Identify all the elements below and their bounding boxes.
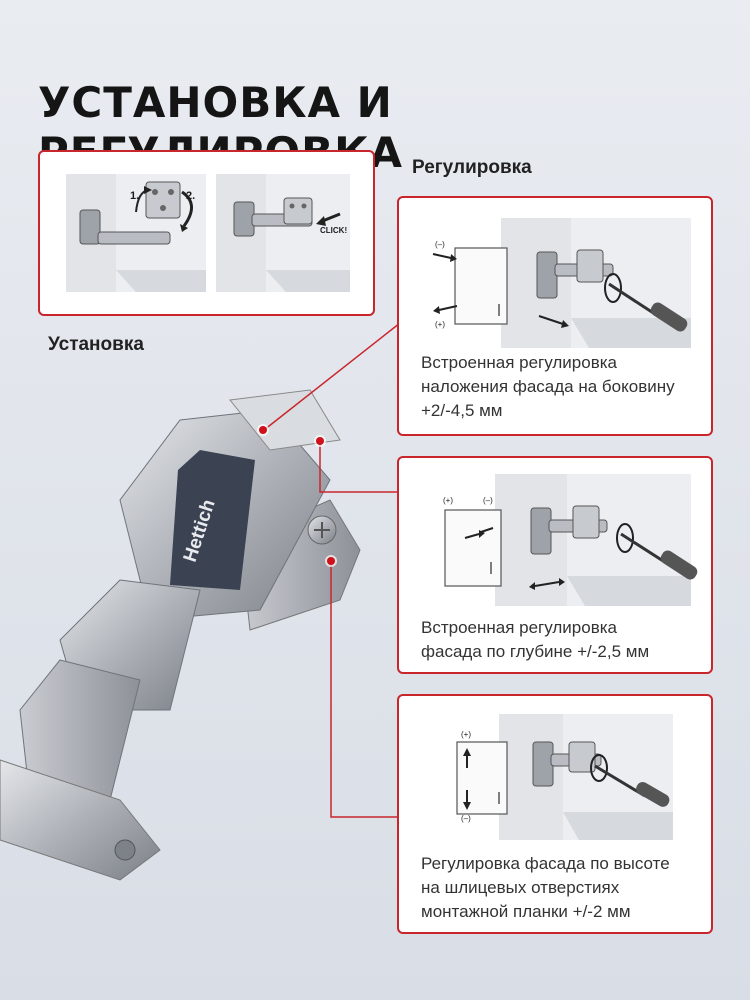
- depth-caption-line2: фасада по глубине +/-2,5 мм: [421, 642, 650, 661]
- depth-minus-label: (–): [483, 496, 493, 505]
- height-caption-line1: Регулировка фасада по высоте: [421, 854, 670, 873]
- height-caption: Регулировка фасада по высоте на шлицевых…: [421, 852, 711, 924]
- depth-adjust-illustration: [444, 474, 698, 606]
- height-minus-label: (–): [461, 814, 471, 823]
- overlay-caption: Встроенная регулировка наложения фасада …: [421, 351, 711, 423]
- depth-plus-label: (+): [443, 496, 453, 505]
- height-adjust-illustration: [456, 714, 673, 840]
- height-caption-line3: монтажной планки +/-2 мм: [421, 902, 631, 921]
- adjustment-box-overlay: (–) (+) Встроенная регулировка наложения…: [397, 196, 713, 436]
- marker-dot-depth: [316, 437, 324, 445]
- overlay-plus-label: (+): [435, 320, 445, 329]
- adjustment-box-depth: (+) (–) Встроенная регулировка фасада по…: [397, 456, 713, 674]
- depth-caption: Встроенная регулировка фасада по глубине…: [421, 616, 711, 664]
- install-click-label: CLICK!: [320, 226, 348, 235]
- overlay-caption-line3: +2/-4,5 мм: [421, 401, 503, 420]
- install-heading: Установка: [48, 334, 144, 355]
- height-caption-line2: на шлицевых отверстиях: [421, 878, 620, 897]
- overlay-caption-line1: Встроенная регулировка: [421, 353, 618, 372]
- install-box: 1. 2. CLICK!: [38, 150, 375, 316]
- overlay-minus-label: (–): [435, 240, 445, 249]
- marker-dot-overlay: [259, 426, 267, 434]
- install-illustration: [66, 174, 350, 292]
- install-step1-label: 1.: [130, 190, 140, 202]
- height-plus-label: (+): [461, 730, 471, 739]
- hinge-illustration: [0, 389, 361, 881]
- adjustment-box-height: (+) (–) Регулировка фасада по высоте на …: [397, 694, 713, 934]
- overlay-adjust-illustration: [432, 218, 691, 348]
- marker-dot-height: [327, 557, 335, 565]
- adjustment-heading: Регулировка: [412, 157, 532, 178]
- install-step2-label: 2.: [186, 190, 196, 202]
- overlay-caption-line2: наложения фасада на боковину: [421, 377, 675, 396]
- depth-caption-line1: Встроенная регулировка: [421, 618, 618, 637]
